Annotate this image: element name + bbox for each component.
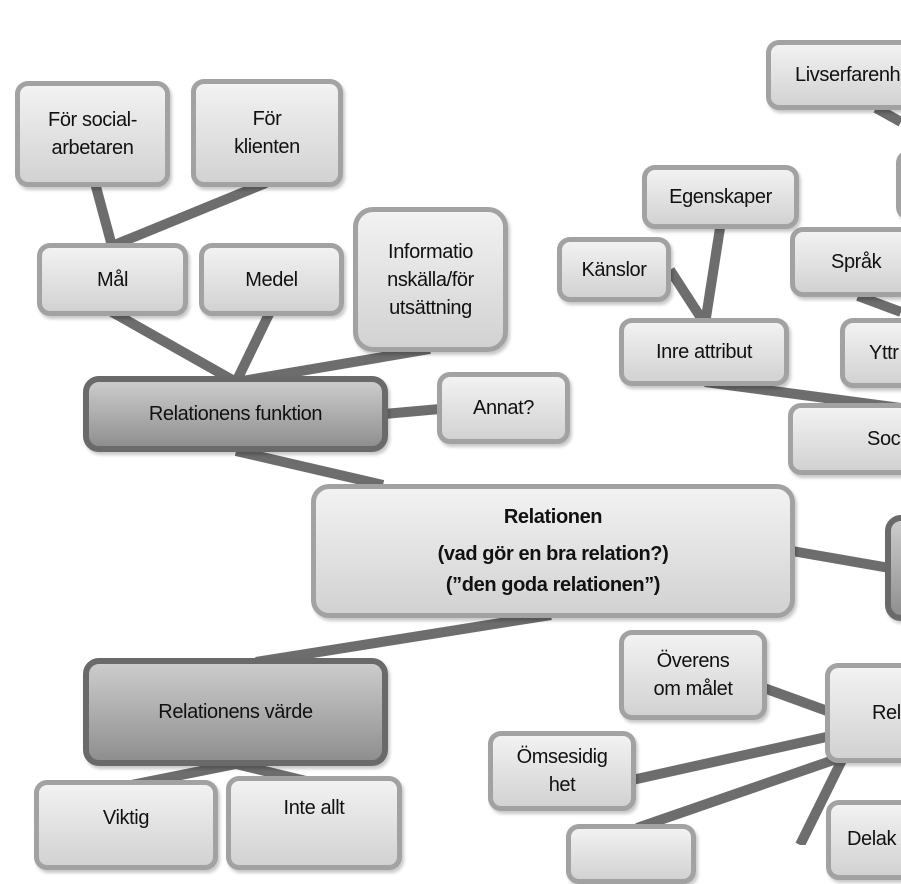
node-label: Delak: [847, 828, 897, 850]
node-omsesidighet[interactable]: Ömsesidig het: [488, 731, 636, 811]
node-label: Relationens funktion: [148, 403, 323, 425]
node-soci[interactable]: Soci: [788, 403, 901, 475]
node-label: Språk: [831, 251, 882, 273]
node-label: Rel: [872, 702, 901, 724]
node-label: Viktig: [102, 807, 150, 829]
node-for-klienten[interactable]: För klienten: [191, 79, 343, 187]
node-label-line: om målet: [653, 678, 733, 700]
node-relationens-funktion[interactable]: Relationens funktion: [83, 376, 388, 452]
node-label: Känslor: [581, 258, 647, 281]
link-mal-klienten: [110, 178, 268, 251]
node-inre-attribut[interactable]: Inre attribut: [619, 318, 789, 386]
link-center-varde: [255, 610, 552, 667]
link-funktion-annat: [383, 404, 441, 419]
link-hub-omsesidighet: [630, 729, 842, 785]
node-label: Relationens värde: [158, 701, 313, 723]
node-label-line: utsättning: [389, 296, 472, 319]
node-label: Medel: [245, 268, 298, 291]
node-label: Mål: [96, 268, 129, 291]
node-bottom-partial[interactable]: [566, 824, 696, 884]
node-mal[interactable]: Mål: [37, 243, 188, 316]
link-hub-bottom-left: [635, 750, 850, 833]
node-label-line: Ömsesidig: [516, 746, 608, 768]
node-subtitle: (vad gör en bra relation?): [437, 542, 669, 565]
node-livserfarenhet[interactable]: Livserfarenh: [766, 40, 901, 110]
link-inre-kanslor: [665, 267, 710, 327]
node-label: Yttr: [869, 342, 899, 364]
node-label-line: nskälla/för: [387, 268, 474, 291]
node-right-partial[interactable]: [896, 150, 901, 220]
link-funktion-center: [234, 446, 385, 490]
node-label-line: För social-: [48, 109, 137, 131]
node-label: Livserfarenh: [795, 64, 901, 86]
node-label-line: klienten: [234, 136, 300, 158]
node-label: Inte allt: [283, 797, 345, 819]
node-delak[interactable]: Delak: [826, 800, 901, 880]
node-relationens-varde[interactable]: Relationens värde: [83, 658, 388, 766]
node-label-line: Överens: [656, 650, 730, 672]
node-annat[interactable]: Annat?: [437, 372, 570, 444]
node-viktig[interactable]: Viktig: [34, 780, 218, 870]
link-funktion-mal: [109, 307, 239, 387]
node-label-line: För: [252, 108, 282, 130]
node-informationskalla[interactable]: Informatio nskälla/för utsättning: [353, 207, 508, 352]
link-mal-socialarbetaren: [90, 181, 117, 248]
node-yttre[interactable]: Yttr: [840, 318, 901, 388]
node-label: Soci: [867, 428, 901, 450]
node-medel[interactable]: Medel: [199, 243, 344, 316]
link-center-right: [791, 546, 901, 575]
node-for-socialarbetaren[interactable]: För social- arbetaren: [15, 81, 170, 187]
node-label-line: arbetaren: [51, 137, 134, 159]
node-label: Egenskaper: [669, 186, 772, 208]
link-funktion-medel: [231, 309, 275, 385]
node-relationen[interactable]: Relationen (vad gör en bra relation?) (”…: [311, 484, 795, 618]
link-livserfarenhet: [873, 103, 901, 127]
node-inte-allt[interactable]: Inte allt: [226, 776, 402, 870]
link-inre-egenskaper: [700, 227, 725, 325]
link-hub-bottom-mid: [795, 757, 847, 845]
node-label-line: het: [548, 774, 576, 796]
node-title: Relationen: [503, 505, 603, 528]
node-sprak[interactable]: Språk: [790, 227, 901, 297]
node-overens-om-malet[interactable]: Överens om målet: [619, 630, 767, 720]
node-subtitle: (”den goda relationen”): [445, 573, 661, 596]
node-rel-hub[interactable]: Rel: [825, 663, 901, 763]
node-label-line: Informatio: [388, 240, 473, 263]
link-hub-overens: [762, 683, 832, 717]
link-sprak-yttre: [856, 291, 901, 317]
node-kanslor[interactable]: Känslor: [557, 237, 671, 302]
node-egenskaper[interactable]: Egenskaper: [642, 165, 799, 229]
node-label: Annat?: [473, 397, 534, 419]
node-right-dark-partial[interactable]: [885, 515, 901, 621]
node-label: Inre attribut: [656, 341, 752, 363]
